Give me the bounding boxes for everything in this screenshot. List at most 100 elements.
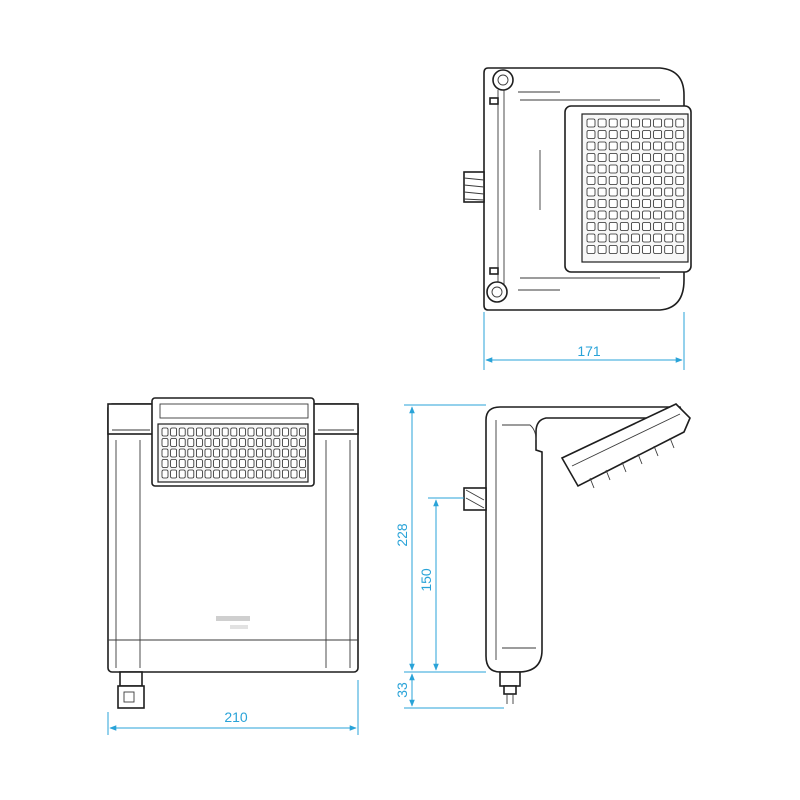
grille-hole — [608, 141, 618, 151]
grille-hole — [597, 210, 607, 220]
grille-hole — [653, 176, 662, 185]
grille-hole — [290, 469, 298, 479]
grille-hole — [619, 176, 629, 185]
grille-hole — [631, 176, 640, 185]
grille-hole — [273, 459, 281, 468]
grille-hole — [586, 176, 596, 185]
grille-hole — [608, 233, 618, 243]
grille-hole — [187, 459, 195, 468]
grille-hole — [597, 176, 607, 185]
grille-hole — [631, 153, 640, 162]
side-view-nozzles — [589, 437, 675, 489]
grille-hole — [273, 427, 281, 437]
grille-hole — [256, 448, 264, 458]
grille-hole — [187, 448, 195, 458]
grille-hole — [608, 245, 618, 254]
grille-hole — [619, 130, 629, 139]
grille-hole — [586, 118, 596, 128]
front-view — [107, 397, 359, 709]
grille-hole — [264, 438, 272, 447]
grille-hole — [608, 199, 618, 208]
grille-hole — [642, 141, 651, 151]
front-view-logo — [216, 616, 250, 621]
grille-hole — [642, 199, 651, 208]
grille-hole — [642, 164, 651, 174]
dimension-height-mount: 150 — [418, 497, 464, 671]
grille-hole — [161, 438, 169, 447]
grille-hole — [256, 469, 264, 479]
grille-hole — [195, 469, 203, 479]
grille-hole — [675, 210, 685, 220]
grille-hole — [586, 199, 596, 208]
grille-hole — [653, 118, 662, 128]
grille-hole — [290, 448, 298, 458]
grille-hole — [264, 448, 272, 458]
grille-hole — [642, 245, 651, 254]
grille-hole — [247, 438, 255, 447]
grille-hole — [619, 210, 629, 220]
grille-hole — [290, 438, 298, 447]
side-view-mount-screw — [463, 487, 487, 511]
grille-hole — [597, 118, 607, 128]
grille-hole — [608, 130, 618, 139]
grille-hole — [619, 245, 629, 254]
grille-hole — [597, 233, 607, 243]
grille-hole — [586, 153, 596, 162]
grille-hole — [230, 469, 238, 479]
grille-hole — [290, 459, 298, 468]
grille-hole — [230, 438, 238, 447]
grille-hole — [631, 210, 640, 220]
grille-hole — [586, 222, 596, 231]
grille-hole — [608, 222, 618, 231]
grille-hole — [631, 118, 640, 128]
grille-hole — [675, 199, 685, 208]
grille-hole — [238, 427, 246, 437]
grille-hole — [204, 427, 212, 437]
grille-hole — [597, 130, 607, 139]
grille-hole — [256, 459, 264, 468]
grille-hole — [597, 245, 607, 254]
grille-hole — [221, 448, 229, 458]
grille-hole — [631, 222, 640, 231]
grille-hole — [642, 222, 651, 231]
grille-hole — [653, 164, 662, 174]
grille-hole — [597, 164, 607, 174]
grille-hole — [586, 130, 596, 139]
grille-hole — [586, 164, 596, 174]
grille-hole — [273, 469, 281, 479]
side-view-valve — [499, 671, 521, 687]
grille-hole — [631, 141, 640, 151]
top-view-hinge-bottom — [486, 281, 508, 303]
grille-hole — [597, 187, 607, 197]
grille-hole — [221, 438, 229, 447]
grille-hole — [221, 469, 229, 479]
grille-hole — [642, 130, 651, 139]
grille-hole — [631, 187, 640, 197]
grille-hole — [178, 438, 186, 447]
grille-hole — [664, 222, 674, 231]
grille-hole — [170, 427, 178, 437]
grille-hole — [675, 153, 685, 162]
grille-hole — [221, 427, 229, 437]
grille-hole — [675, 164, 685, 174]
grille-hole — [619, 199, 629, 208]
grille-hole — [642, 176, 651, 185]
dimension-label-171: 171 — [577, 343, 601, 359]
grille-hole — [664, 153, 674, 162]
grille-hole — [204, 448, 212, 458]
grille-hole — [597, 141, 607, 151]
grille-hole — [281, 459, 289, 468]
grille-hole — [221, 459, 229, 468]
grille-hole — [653, 199, 662, 208]
grille-hole — [204, 459, 212, 468]
grille-hole — [608, 187, 618, 197]
grille-hole — [642, 233, 651, 243]
grille-hole — [161, 459, 169, 468]
grille-hole — [586, 210, 596, 220]
grille-hole — [230, 459, 238, 468]
grille-hole — [664, 141, 674, 151]
grille-hole — [619, 153, 629, 162]
grille-hole — [586, 245, 596, 254]
grille-hole — [608, 210, 618, 220]
grille-hole — [653, 245, 662, 254]
